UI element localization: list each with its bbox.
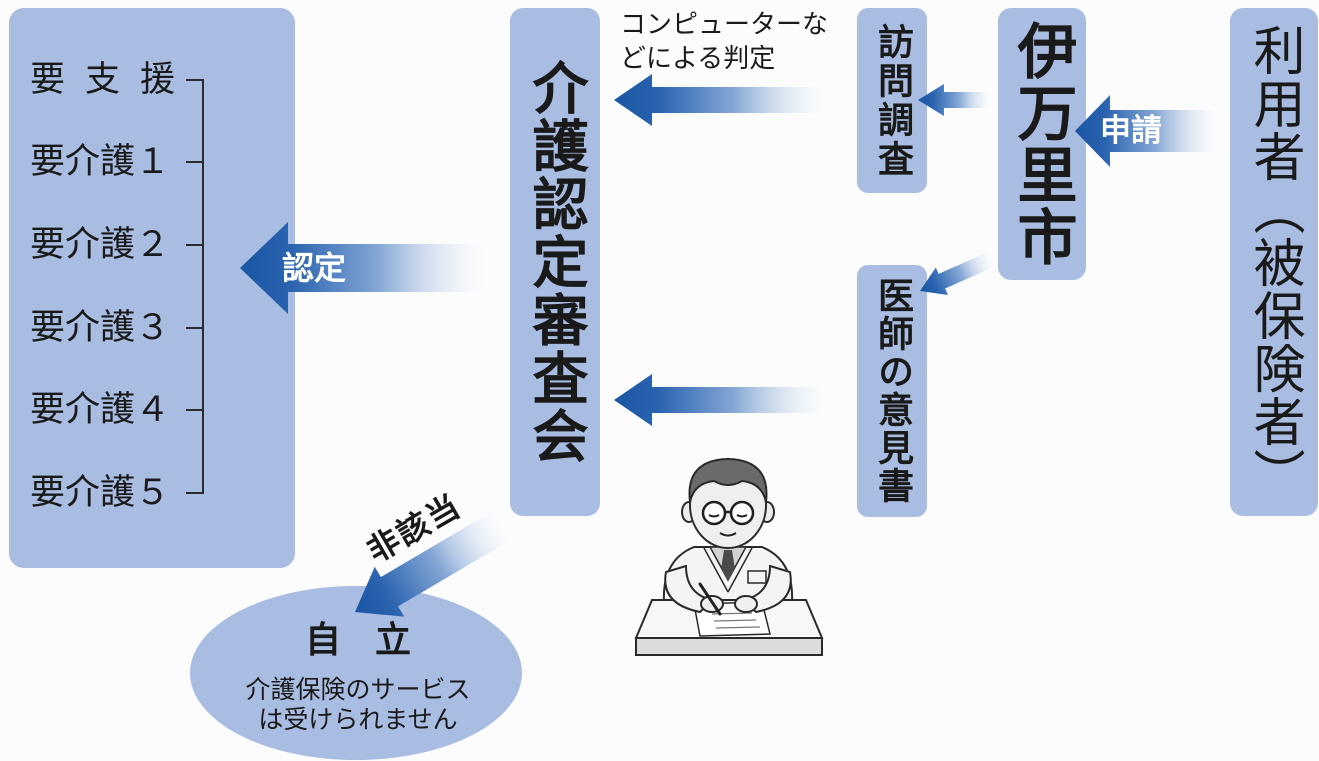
not-applicable-arrow	[355, 508, 515, 617]
doctor-tie	[721, 550, 735, 581]
committee-label: 介護認定審査会	[523, 59, 588, 465]
care-level-bracket	[186, 79, 204, 494]
doctor-opinion-request-arrow-shape	[920, 251, 997, 295]
computer-judgment-arrow	[614, 74, 832, 126]
application-label: 申請	[1100, 113, 1162, 149]
glasses-lens-left	[701, 500, 727, 526]
care-level-3: 要介護３	[30, 308, 171, 348]
committee-box: 介護認定審査会	[510, 8, 600, 516]
doctor-hand-right	[734, 595, 758, 613]
desk-front	[635, 637, 823, 656]
home-visit-label: 訪問調査	[872, 22, 913, 179]
care-level-panel	[9, 8, 295, 568]
doctor-writing-icon	[634, 457, 824, 656]
glasses-lens-right	[729, 500, 755, 526]
computer-note-line-2: どによる判定	[620, 44, 776, 74]
doctor-mouth	[719, 532, 737, 537]
doctor-lapels	[703, 547, 753, 593]
city-box: 伊万里市	[998, 8, 1086, 280]
care-level-4: 要介護４	[30, 390, 171, 430]
applicant-label: 利用者（被保険者）	[1244, 23, 1304, 501]
doctor-opinion-request-arrow	[920, 251, 997, 295]
doctor-pocket	[747, 570, 767, 584]
care-level-1: 要介護１	[30, 142, 171, 182]
doctor-opinion-box: 医師の意見書	[857, 265, 927, 517]
doctor-hair	[688, 457, 768, 503]
independent-note-line-1: 介護保険のサービス	[245, 675, 471, 704]
independent-ellipse	[190, 586, 522, 760]
doctor-eyes	[708, 514, 748, 518]
care-level-2: 要介護２	[30, 225, 171, 265]
care-level-support: 要支援	[30, 60, 196, 100]
computer-note-line-1: コンピューターな	[620, 10, 829, 40]
home-visit-request-arrow	[918, 84, 992, 116]
certification-arrow	[240, 222, 492, 314]
pen	[698, 582, 722, 616]
application-arrow	[1075, 95, 1222, 167]
care-level-5: 要介護５	[30, 473, 171, 513]
home-visit-box: 訪問調査	[857, 8, 927, 193]
independent-note-line-2: は受けられません	[258, 705, 458, 734]
certification-label: 認定	[282, 249, 347, 287]
not-applicable-arrow-shape	[355, 508, 515, 617]
independent-title: 自立	[305, 620, 446, 661]
doctor-opinion-label: 医師の意見書	[872, 277, 913, 505]
city-label: 伊万里市	[1007, 20, 1077, 268]
doctor-opinion-arrow	[614, 374, 832, 426]
applicant-box: 利用者（被保険者）	[1230, 8, 1318, 516]
